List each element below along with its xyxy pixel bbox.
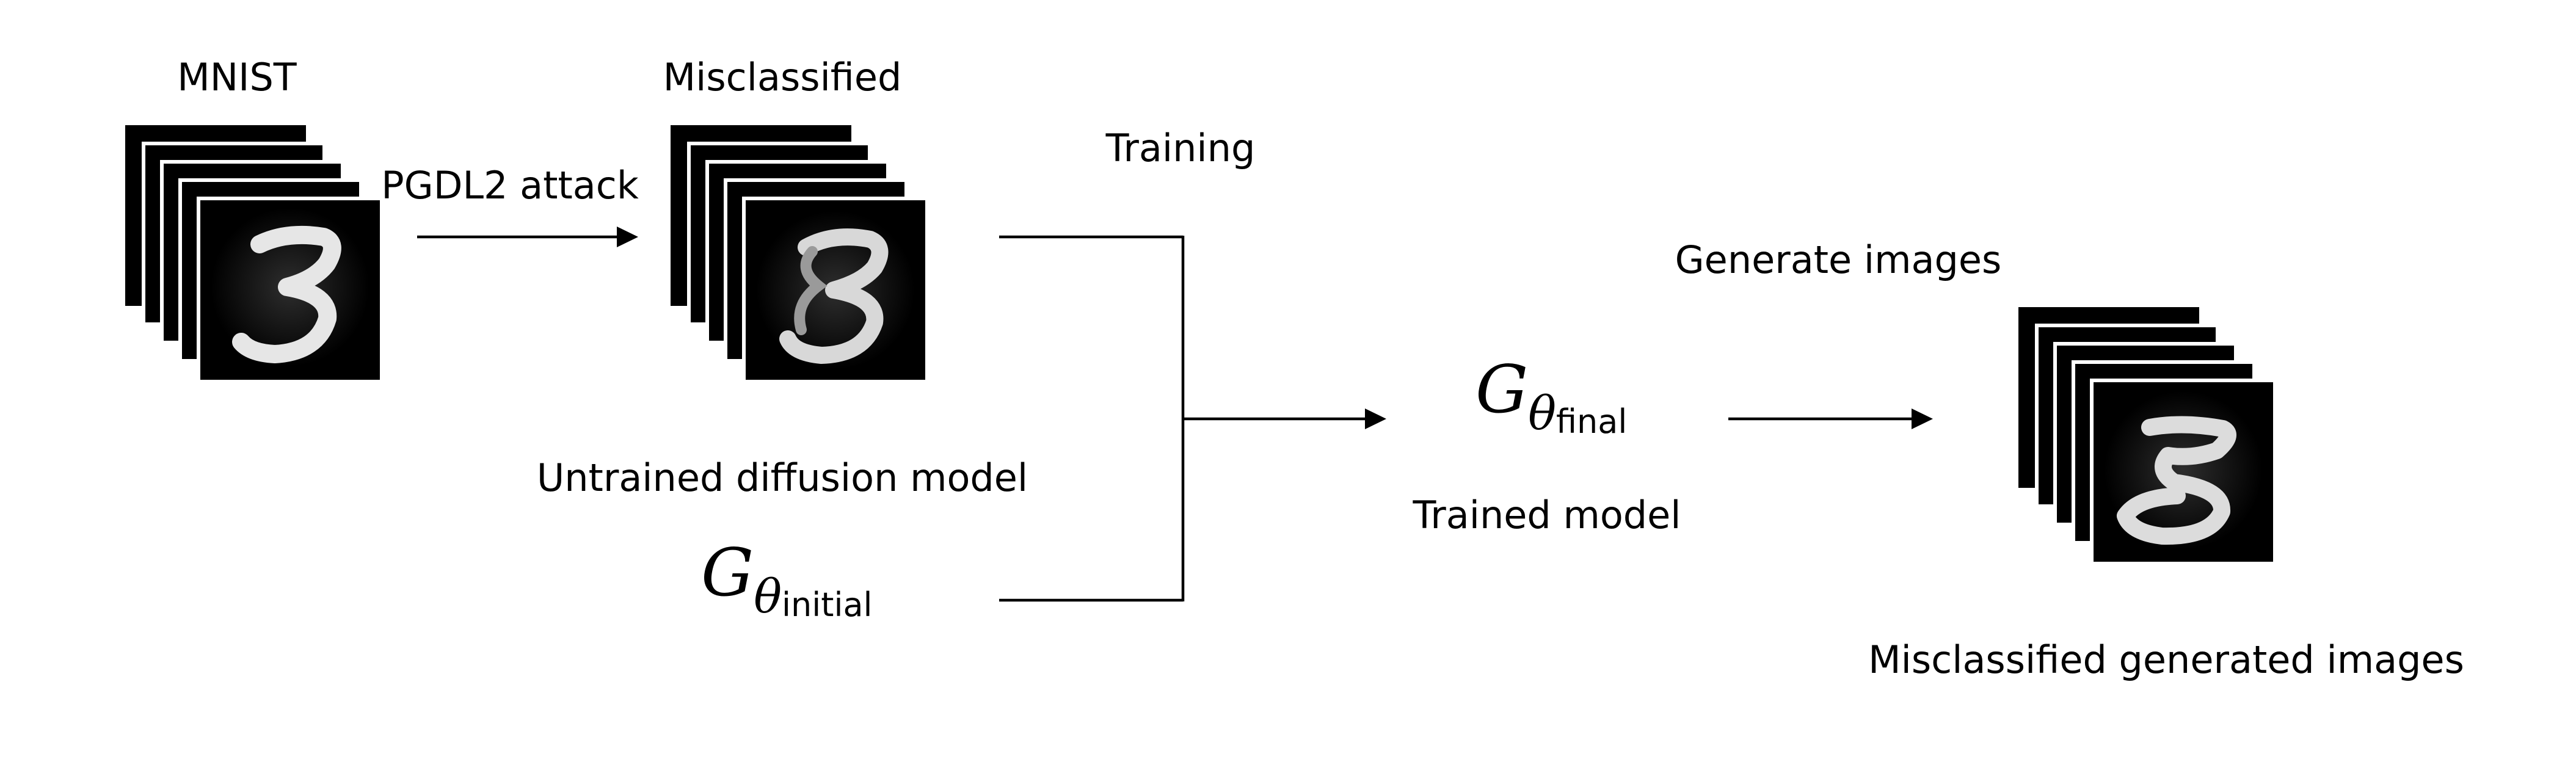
initial-subscript: initial	[782, 586, 873, 624]
attack-label: PGDL2 attack	[381, 163, 639, 208]
final-theta: θ	[1528, 386, 1556, 440]
generated-digit-image	[2104, 391, 2263, 550]
digit-three-image	[211, 208, 369, 366]
attack-arrow	[417, 227, 638, 247]
misclassified-label: Misclassified	[663, 55, 902, 100]
misclassified-generated-label: Misclassified generated images	[1868, 637, 2464, 682]
initial-model-symbol: Gθinitial	[701, 535, 873, 624]
generate-label: Generate images	[1675, 238, 2002, 282]
mnist-image-stack	[125, 125, 384, 383]
trained-model-label: Trained model	[1412, 493, 1681, 537]
initial-g: G	[701, 535, 754, 611]
generate-arrow	[1728, 408, 1933, 429]
generated-image-stack	[2018, 307, 2277, 565]
misclassified-image-stack	[671, 125, 929, 383]
training-connector	[999, 235, 1386, 602]
initial-theta: θ	[754, 569, 782, 623]
perturbed-digit-image	[756, 211, 915, 369]
final-model-symbol: Gθfinal	[1475, 352, 1627, 441]
training-label: Training	[1105, 126, 1256, 170]
final-g: G	[1475, 352, 1528, 428]
untrained-model-label: Untrained diffusion model	[537, 455, 1028, 500]
mnist-label: MNIST	[177, 55, 297, 100]
final-subscript: final	[1556, 402, 1627, 441]
